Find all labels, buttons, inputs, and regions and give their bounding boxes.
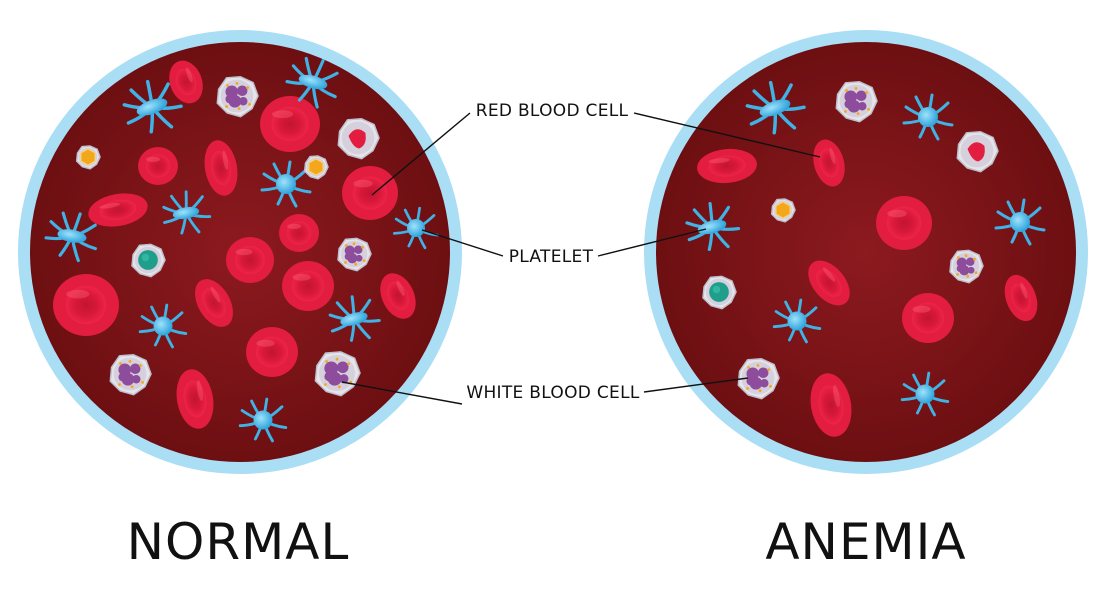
platelet <box>138 303 188 349</box>
white-blood-cell <box>835 81 878 123</box>
red-blood-cell <box>169 60 203 104</box>
white-blood-cell <box>737 358 780 400</box>
red-blood-cell <box>380 273 416 319</box>
red-blood-cell <box>902 293 954 343</box>
rbc-leader-left <box>371 112 471 196</box>
red-blood-cell <box>697 148 757 184</box>
red-blood-cell <box>282 261 334 311</box>
red-blood-cell <box>53 274 119 336</box>
anemia-cells <box>685 80 1046 437</box>
white-blood-cell <box>109 354 152 396</box>
wbc-leader-right <box>643 377 749 393</box>
platelet-leader-left <box>421 229 504 257</box>
platelet <box>902 93 954 141</box>
platelet <box>772 298 822 344</box>
platelet <box>122 79 183 134</box>
platelet-leader-right <box>597 228 707 257</box>
white-blood-cell <box>702 275 737 310</box>
platelet <box>238 397 288 443</box>
red-blood-cell-label: RED BLOOD CELL <box>476 101 629 121</box>
platelet <box>900 371 950 417</box>
white-blood-cell-label: WHITE BLOOD CELL <box>466 383 640 403</box>
normal-cells <box>44 56 439 443</box>
red-blood-cell <box>810 373 852 437</box>
red-blood-cell <box>88 193 148 227</box>
normal-panel <box>18 30 462 474</box>
red-blood-cell <box>138 147 178 185</box>
rbc-leader-right <box>633 112 821 158</box>
red-blood-cell <box>876 196 932 250</box>
platelet <box>994 198 1046 246</box>
platelet <box>260 160 312 208</box>
platelet-label: PLATELET <box>509 247 594 267</box>
leader-lines <box>341 112 821 405</box>
red-blood-cell <box>204 140 238 196</box>
platelet <box>44 211 97 263</box>
white-blood-cell <box>216 76 259 118</box>
wbc-leader-left <box>341 381 463 405</box>
anemia-title: ANEMIA <box>765 513 966 571</box>
white-blood-cell <box>131 243 166 278</box>
white-blood-cell <box>303 155 329 180</box>
red-blood-cell <box>808 260 850 306</box>
platelet <box>393 206 439 250</box>
red-blood-cell <box>260 96 320 152</box>
red-blood-cell <box>813 139 845 187</box>
white-blood-cell <box>337 237 372 272</box>
platelet <box>685 202 741 252</box>
red-blood-cell <box>176 369 214 429</box>
white-blood-cell <box>75 145 101 170</box>
red-blood-cell <box>1004 274 1038 322</box>
red-blood-cell <box>246 327 298 377</box>
white-blood-cell <box>314 351 361 397</box>
platelet <box>745 80 806 135</box>
platelet <box>328 295 381 342</box>
red-blood-cell <box>342 166 398 220</box>
red-blood-cell <box>279 214 319 252</box>
red-blood-cell <box>226 237 274 283</box>
white-blood-cell <box>337 118 380 160</box>
white-blood-cell <box>949 249 984 284</box>
white-blood-cell <box>956 131 999 173</box>
anemia-panel <box>644 30 1088 474</box>
platelet <box>162 190 212 235</box>
red-blood-cell <box>195 279 233 327</box>
white-blood-cell <box>770 198 796 223</box>
platelet <box>285 56 339 109</box>
normal-title: NORMAL <box>127 513 350 571</box>
